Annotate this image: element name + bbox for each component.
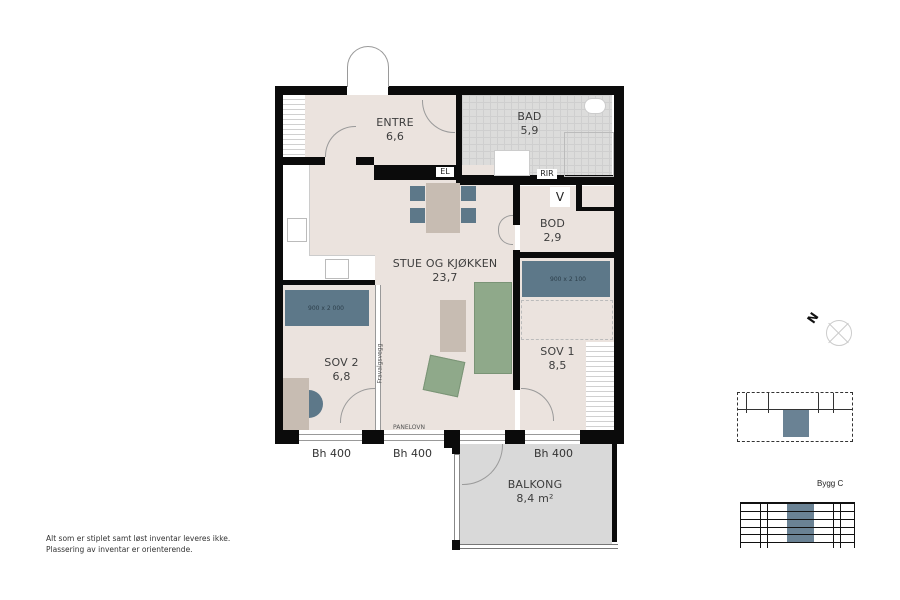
room-stue: STUE OG KJØKKEN 23,7 <box>380 257 510 285</box>
rir-tag: RIR <box>537 169 557 179</box>
coffee-table <box>440 300 466 352</box>
window-height-stue: Bh 400 <box>393 447 433 460</box>
wall-top-right <box>388 86 624 95</box>
wall-stue-right2 <box>513 250 520 390</box>
wall-shaft-bottom <box>576 207 624 211</box>
panelovn-label: PANELOVN <box>393 424 425 431</box>
wall-bottom-5 <box>580 430 624 444</box>
wardrobe-sov1 <box>586 342 614 430</box>
balcony-wall-left <box>452 444 460 454</box>
room-name: BALKONG <box>507 478 563 491</box>
room-area: 8,4 m² <box>516 492 554 505</box>
wall-bottom-4 <box>505 430 525 444</box>
key-plan-floor <box>737 392 853 442</box>
room-sov1: SOV 1 8,5 <box>530 345 585 373</box>
washbasin-icon <box>494 150 530 176</box>
room-sov2: SOV 2 6,8 <box>314 356 369 384</box>
window-height-sov1: Bh 400 <box>534 447 574 460</box>
stove-icon <box>287 218 307 242</box>
wall-bad-bottom <box>456 175 624 185</box>
room-area: 8,5 <box>548 359 567 372</box>
disclaimer-note: Alt som er stiplet samt løst inventar le… <box>46 533 230 555</box>
note-line-2: Plassering av inventar er orienterende. <box>46 545 193 554</box>
wardrobe <box>283 95 305 157</box>
chair-1 <box>410 186 425 201</box>
shower-icon <box>564 132 614 177</box>
bed-sov2 <box>285 290 369 326</box>
wall-bottom-1 <box>275 430 299 444</box>
wall-entre-bottom <box>356 157 374 165</box>
v-tag: V <box>550 187 570 207</box>
wall-bottom-2 <box>362 430 384 444</box>
sink-icon <box>325 259 349 279</box>
toilet-icon <box>584 98 606 114</box>
room-name: BAD <box>517 110 542 123</box>
room-bad: BAD 5,9 <box>502 110 557 138</box>
wall-stue-right <box>513 175 520 225</box>
bed-sov1-size: 900 x 2 100 <box>550 276 586 283</box>
bed-sov1 <box>522 261 610 297</box>
chair-2 <box>410 208 425 223</box>
note-line-1: Alt som er stiplet samt løst inventar le… <box>46 534 231 543</box>
chair-3 <box>461 186 476 201</box>
fravalgsvegg-label: Fravalgsvegg <box>376 343 384 384</box>
room-area: 6,8 <box>332 370 351 383</box>
window-sov2 <box>299 434 362 441</box>
shaft <box>582 187 614 207</box>
balcony-rail-left <box>454 454 460 544</box>
room-area: 5,9 <box>520 124 539 137</box>
room-area: 6,6 <box>385 130 405 143</box>
armchair <box>422 354 466 398</box>
wall-fravalg <box>375 285 381 430</box>
wall-left <box>275 86 283 444</box>
compass-icon <box>826 320 852 346</box>
wall-bod-shaft <box>576 185 582 211</box>
key-plan-section <box>740 502 855 548</box>
room-name: STUE OG KJØKKEN <box>392 257 498 270</box>
window-balcony-door <box>460 434 505 441</box>
wall-bottom-3 <box>444 430 460 448</box>
dashed-area-sov1 <box>521 300 613 340</box>
wall-bod-sov1 <box>513 252 624 258</box>
wall-kitchen-sov2 <box>275 280 375 285</box>
wall-top-left <box>275 86 347 95</box>
desk-chair <box>309 390 323 418</box>
room-area: 23,7 <box>432 271 458 284</box>
room-bod: BOD 2,9 <box>525 217 580 245</box>
window-sov1 <box>525 434 580 441</box>
room-area: 2,9 <box>543 231 562 244</box>
window-stue <box>384 434 444 441</box>
bed-sov2-size: 900 x 2 000 <box>308 305 344 312</box>
balcony-rail-bottom <box>460 544 618 549</box>
room-name: SOV 1 <box>540 345 575 358</box>
room-entre: ENTRE 6,6 <box>360 116 430 144</box>
el-tag: EL <box>436 167 454 177</box>
wall-right <box>614 86 624 444</box>
room-name: ENTRE <box>376 116 414 129</box>
chair-4 <box>461 208 476 223</box>
wall-entre-bad <box>456 95 462 180</box>
balcony-wall-left-bottom <box>452 540 460 550</box>
window-height-sov2: Bh 400 <box>312 447 352 460</box>
balcony-wall-right <box>612 444 617 542</box>
desk <box>283 378 309 430</box>
entrance-door-icon[interactable] <box>347 46 389 87</box>
room-name: BOD <box>539 217 566 230</box>
dining-table <box>426 183 460 233</box>
key-plan-building-label: Bygg C <box>817 479 844 488</box>
room-name: SOV 2 <box>324 356 359 369</box>
sofa <box>474 282 512 374</box>
wall-entre-kitchen <box>275 157 325 165</box>
room-balkong: BALKONG 8,4 m² <box>495 478 575 506</box>
